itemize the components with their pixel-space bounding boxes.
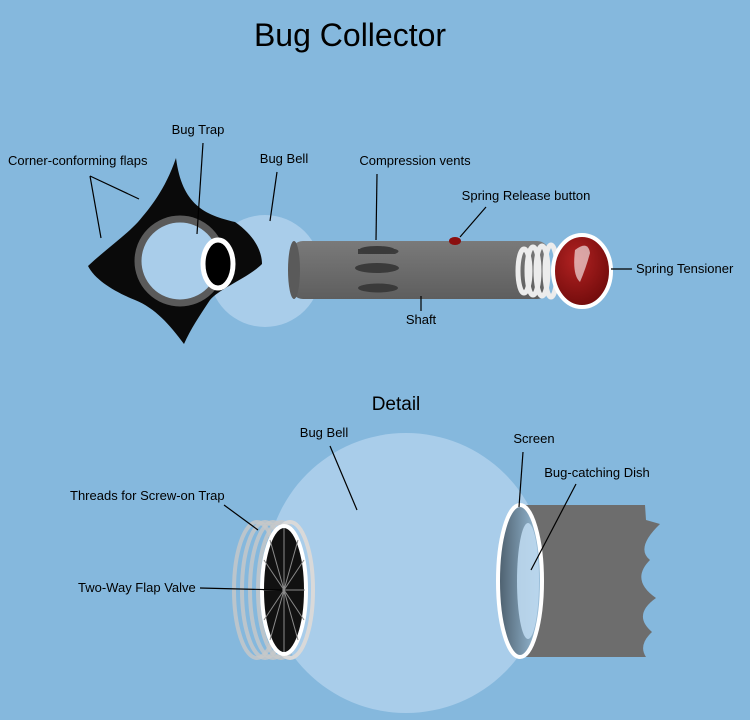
label-spring-tensioner: Spring Tensioner — [636, 261, 734, 276]
label-threads: Threads for Screw-on Trap — [70, 488, 225, 503]
leader-spring-release — [459, 206, 487, 238]
leader-compression-vents — [375, 173, 378, 241]
leader-flap-valve — [199, 587, 283, 591]
vent-3 — [358, 283, 398, 293]
spring-release-button — [449, 237, 461, 245]
leader-bug-trap — [196, 142, 204, 235]
label-compression-vents: Compression vents — [359, 153, 471, 168]
vent-2 — [355, 263, 399, 273]
label-bug-bell: Bug Bell — [260, 151, 309, 166]
leader-threads — [223, 504, 259, 531]
leader-corner-flaps — [89, 175, 140, 239]
shaft-cutaway — [524, 505, 660, 657]
leader-screen — [518, 451, 524, 508]
label-detail-bug-bell: Bug Bell — [300, 425, 349, 440]
tensioner-highlight — [574, 245, 590, 282]
leader-bug-dish — [530, 483, 577, 571]
label-screen: Screen — [513, 431, 554, 446]
leader-bug-bell — [269, 171, 278, 222]
vent-1-shape — [359, 246, 395, 254]
bug-catching-dish — [517, 523, 539, 639]
page-title: Bug Collector — [254, 17, 446, 53]
label-bug-trap: Bug Trap — [172, 122, 225, 137]
spring — [515, 242, 560, 300]
label-shaft: Shaft — [406, 312, 437, 327]
trap-opening — [200, 237, 236, 291]
flap-valve-spokes — [263, 528, 305, 652]
label-corner-flaps: Corner-conforming flaps — [8, 153, 148, 168]
shaft-assembly — [288, 233, 613, 309]
bug-trap — [88, 158, 262, 344]
leader-detail-bug-bell — [329, 445, 358, 511]
bug-bell-detail — [266, 433, 546, 713]
label-bug-dish: Bug-catching Dish — [544, 465, 650, 480]
label-flap-valve: Two-Way Flap Valve — [78, 580, 196, 595]
detail-title: Detail — [372, 394, 421, 415]
shaft-end — [288, 241, 300, 299]
label-spring-release: Spring Release button — [462, 188, 591, 203]
shaft-body — [291, 241, 549, 299]
